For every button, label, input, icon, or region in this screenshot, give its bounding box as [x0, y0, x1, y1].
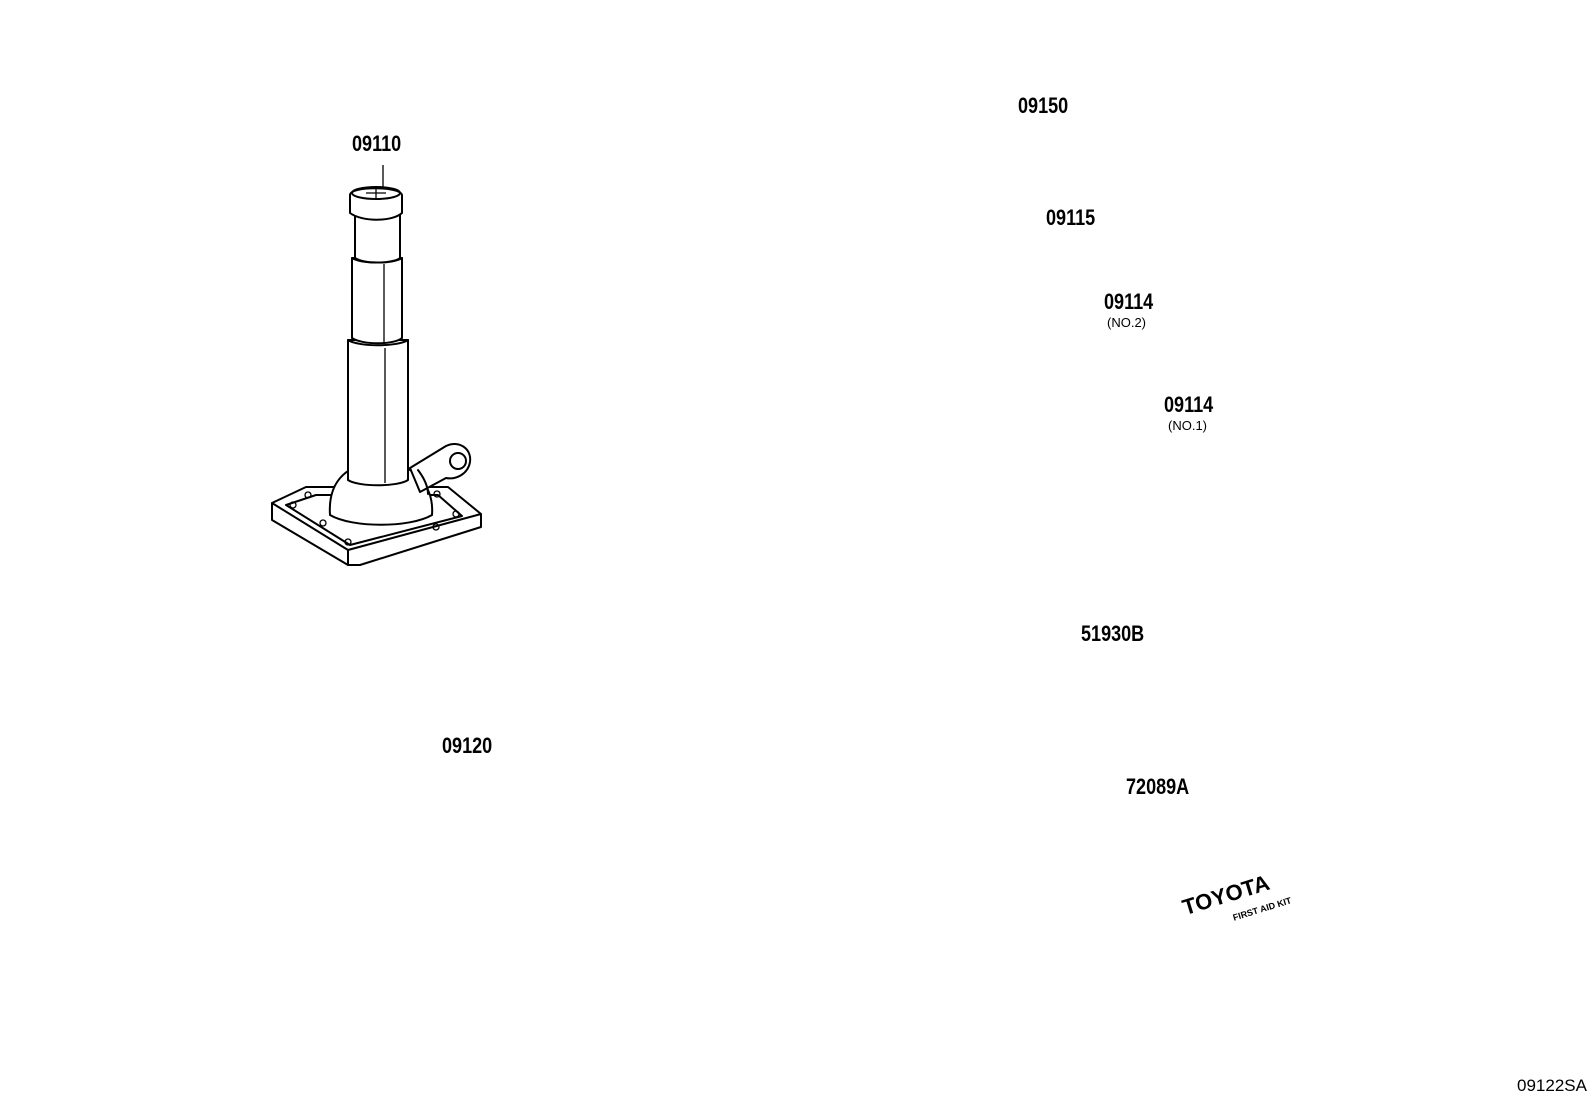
jack-handle-part-number: 09150: [1018, 93, 1069, 118]
handle-extension-no2-part-number: 09114: [1104, 289, 1154, 314]
wheel-nut-wrench-part-number: 09115: [1046, 205, 1096, 230]
handle-extension-no2-note: (NO.2): [1107, 315, 1146, 330]
first-aid-kit-part-number: 72089A: [1126, 774, 1190, 799]
tool-bag-part-number: 09120: [442, 733, 493, 758]
jack-illustration: [272, 165, 481, 565]
spare-tire-carrier-tool-part-number: 51930B: [1081, 621, 1145, 646]
handle-extension-no1-note: (NO.1): [1168, 418, 1207, 433]
diagram-code: 09122SA: [1517, 1076, 1587, 1095]
jack-part-number: 09110: [352, 131, 402, 156]
handle-extension-no1-part-number: 09114: [1164, 392, 1214, 417]
